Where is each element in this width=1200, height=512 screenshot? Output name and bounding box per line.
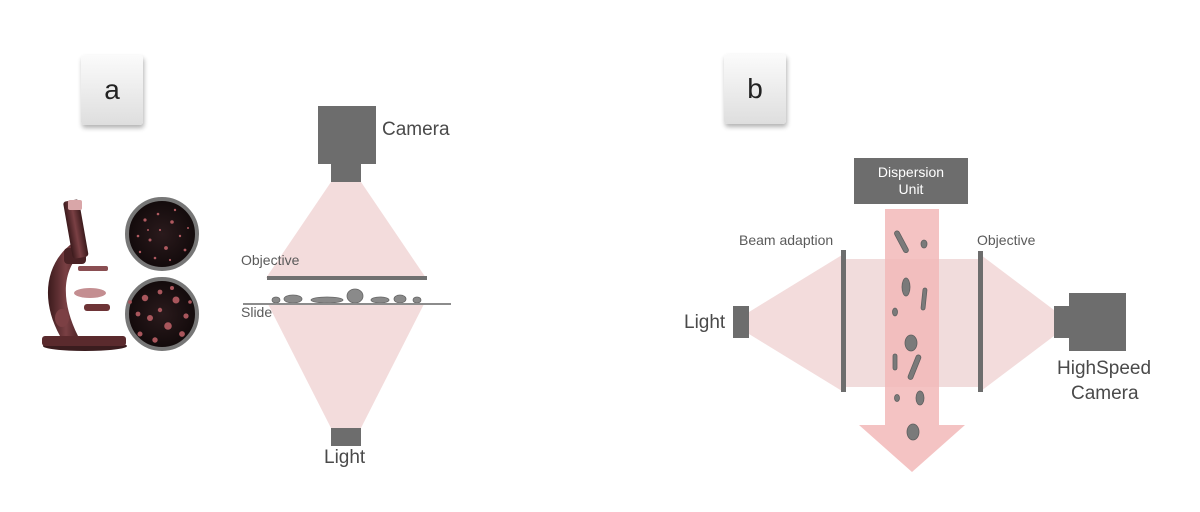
- beam-adaption-lens: [841, 250, 846, 392]
- panel-a: [42, 106, 451, 446]
- slide-label: Slide: [241, 304, 273, 320]
- beam-adaption-label: Beam adaption: [739, 232, 834, 248]
- dispersed-particles: [892, 230, 928, 441]
- objective-cone-b: [981, 255, 1054, 391]
- light-cone-b: [749, 255, 842, 391]
- dispersion-unit-label: Dispersion Unit: [854, 160, 968, 202]
- slide-line: [243, 303, 451, 305]
- light-source-a: [331, 428, 361, 446]
- panel-b: [733, 158, 1126, 472]
- camera-a: [318, 106, 376, 182]
- objective-label-a: Objective: [241, 252, 300, 268]
- objective-label-b: Objective: [977, 232, 1036, 248]
- dispersion-unit-line-1: Dispersion: [877, 164, 945, 180]
- light-source-b: [733, 306, 749, 338]
- panel-b-badge: b: [724, 54, 786, 124]
- slide-particles: [271, 288, 422, 304]
- light-label-b: Light: [684, 312, 726, 333]
- objective-line-a: [267, 276, 427, 280]
- objective-lens-b: [978, 251, 983, 392]
- lower-light-cone: [268, 304, 424, 428]
- panel-a-badge: a: [81, 55, 143, 125]
- camera-label-a: Camera: [382, 119, 450, 140]
- particle-sample-icon: [125, 197, 199, 351]
- dispersion-unit-line-2: Unit: [898, 181, 924, 197]
- dispersion-unit-box: [854, 158, 968, 204]
- camera-label-b-line-1: HighSpeed: [1057, 358, 1152, 379]
- microscope-icon: [42, 199, 127, 351]
- upper-light-cone: [266, 182, 426, 278]
- camera-label-b-line-2: Camera: [1071, 383, 1139, 404]
- highspeed-camera: [1054, 293, 1126, 351]
- light-label-a: Light: [324, 447, 366, 468]
